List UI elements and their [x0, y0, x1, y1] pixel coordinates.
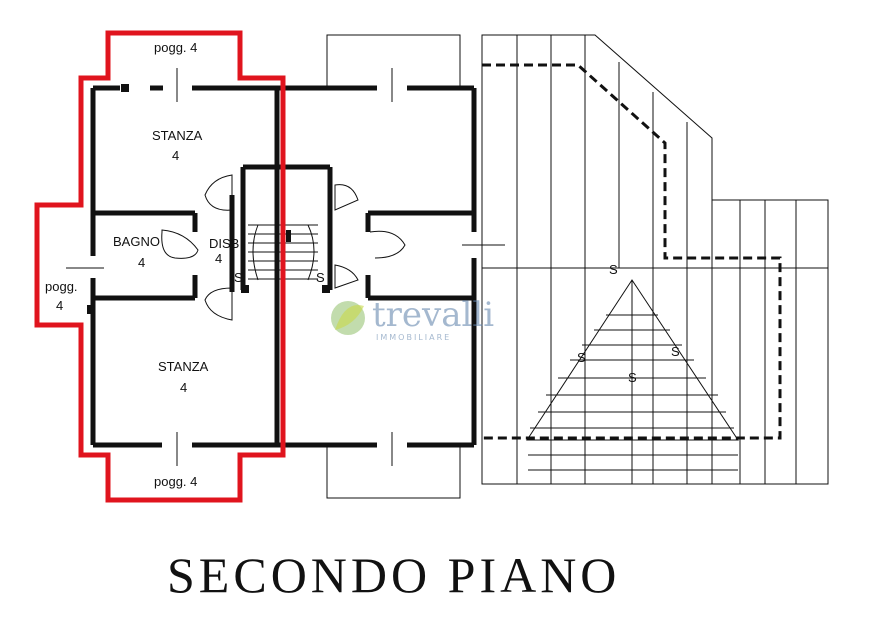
stair-mark: S — [671, 344, 680, 359]
room-bagno-name: BAGNO — [113, 234, 160, 249]
room-bagno-num: 4 — [138, 255, 145, 270]
balcony-top-label: pogg. 4 — [154, 40, 197, 55]
balcony-left-name: pogg. — [45, 279, 78, 294]
leaf-logo-icon — [331, 301, 365, 335]
highlight-outline — [34, 30, 286, 503]
stair-mark: S — [628, 370, 637, 385]
flue-mark — [87, 305, 94, 314]
balcony-left-num: 4 — [56, 298, 63, 313]
watermark-brand: trevalli — [372, 295, 494, 335]
left-unit — [66, 68, 277, 466]
balcony-bottom-label: pogg. 4 — [154, 474, 197, 489]
plan-title: SECONDO PIANO — [167, 547, 620, 603]
room-stanza-top-name: STANZA — [152, 128, 203, 143]
room-stanza-bottom-name: STANZA — [158, 359, 209, 374]
stair-mark: S — [609, 262, 618, 277]
right-unit — [277, 34, 505, 499]
room-disb-name: DISB. — [209, 236, 243, 251]
roof-plan: S S S S — [481, 34, 829, 485]
flue-mark — [121, 84, 129, 92]
watermark-tagline: IMMOBILIARE — [376, 333, 451, 342]
room-disb-num: 4 — [215, 251, 222, 266]
stair-mark: S — [316, 270, 325, 285]
watermark: trevalli IMMOBILIARE — [331, 295, 494, 342]
stair-mark: S — [234, 270, 243, 285]
room-stanza-top-num: 4 — [172, 148, 179, 163]
room-stanza-bottom-num: 4 — [180, 380, 187, 395]
stair-mark: S — [577, 350, 586, 365]
